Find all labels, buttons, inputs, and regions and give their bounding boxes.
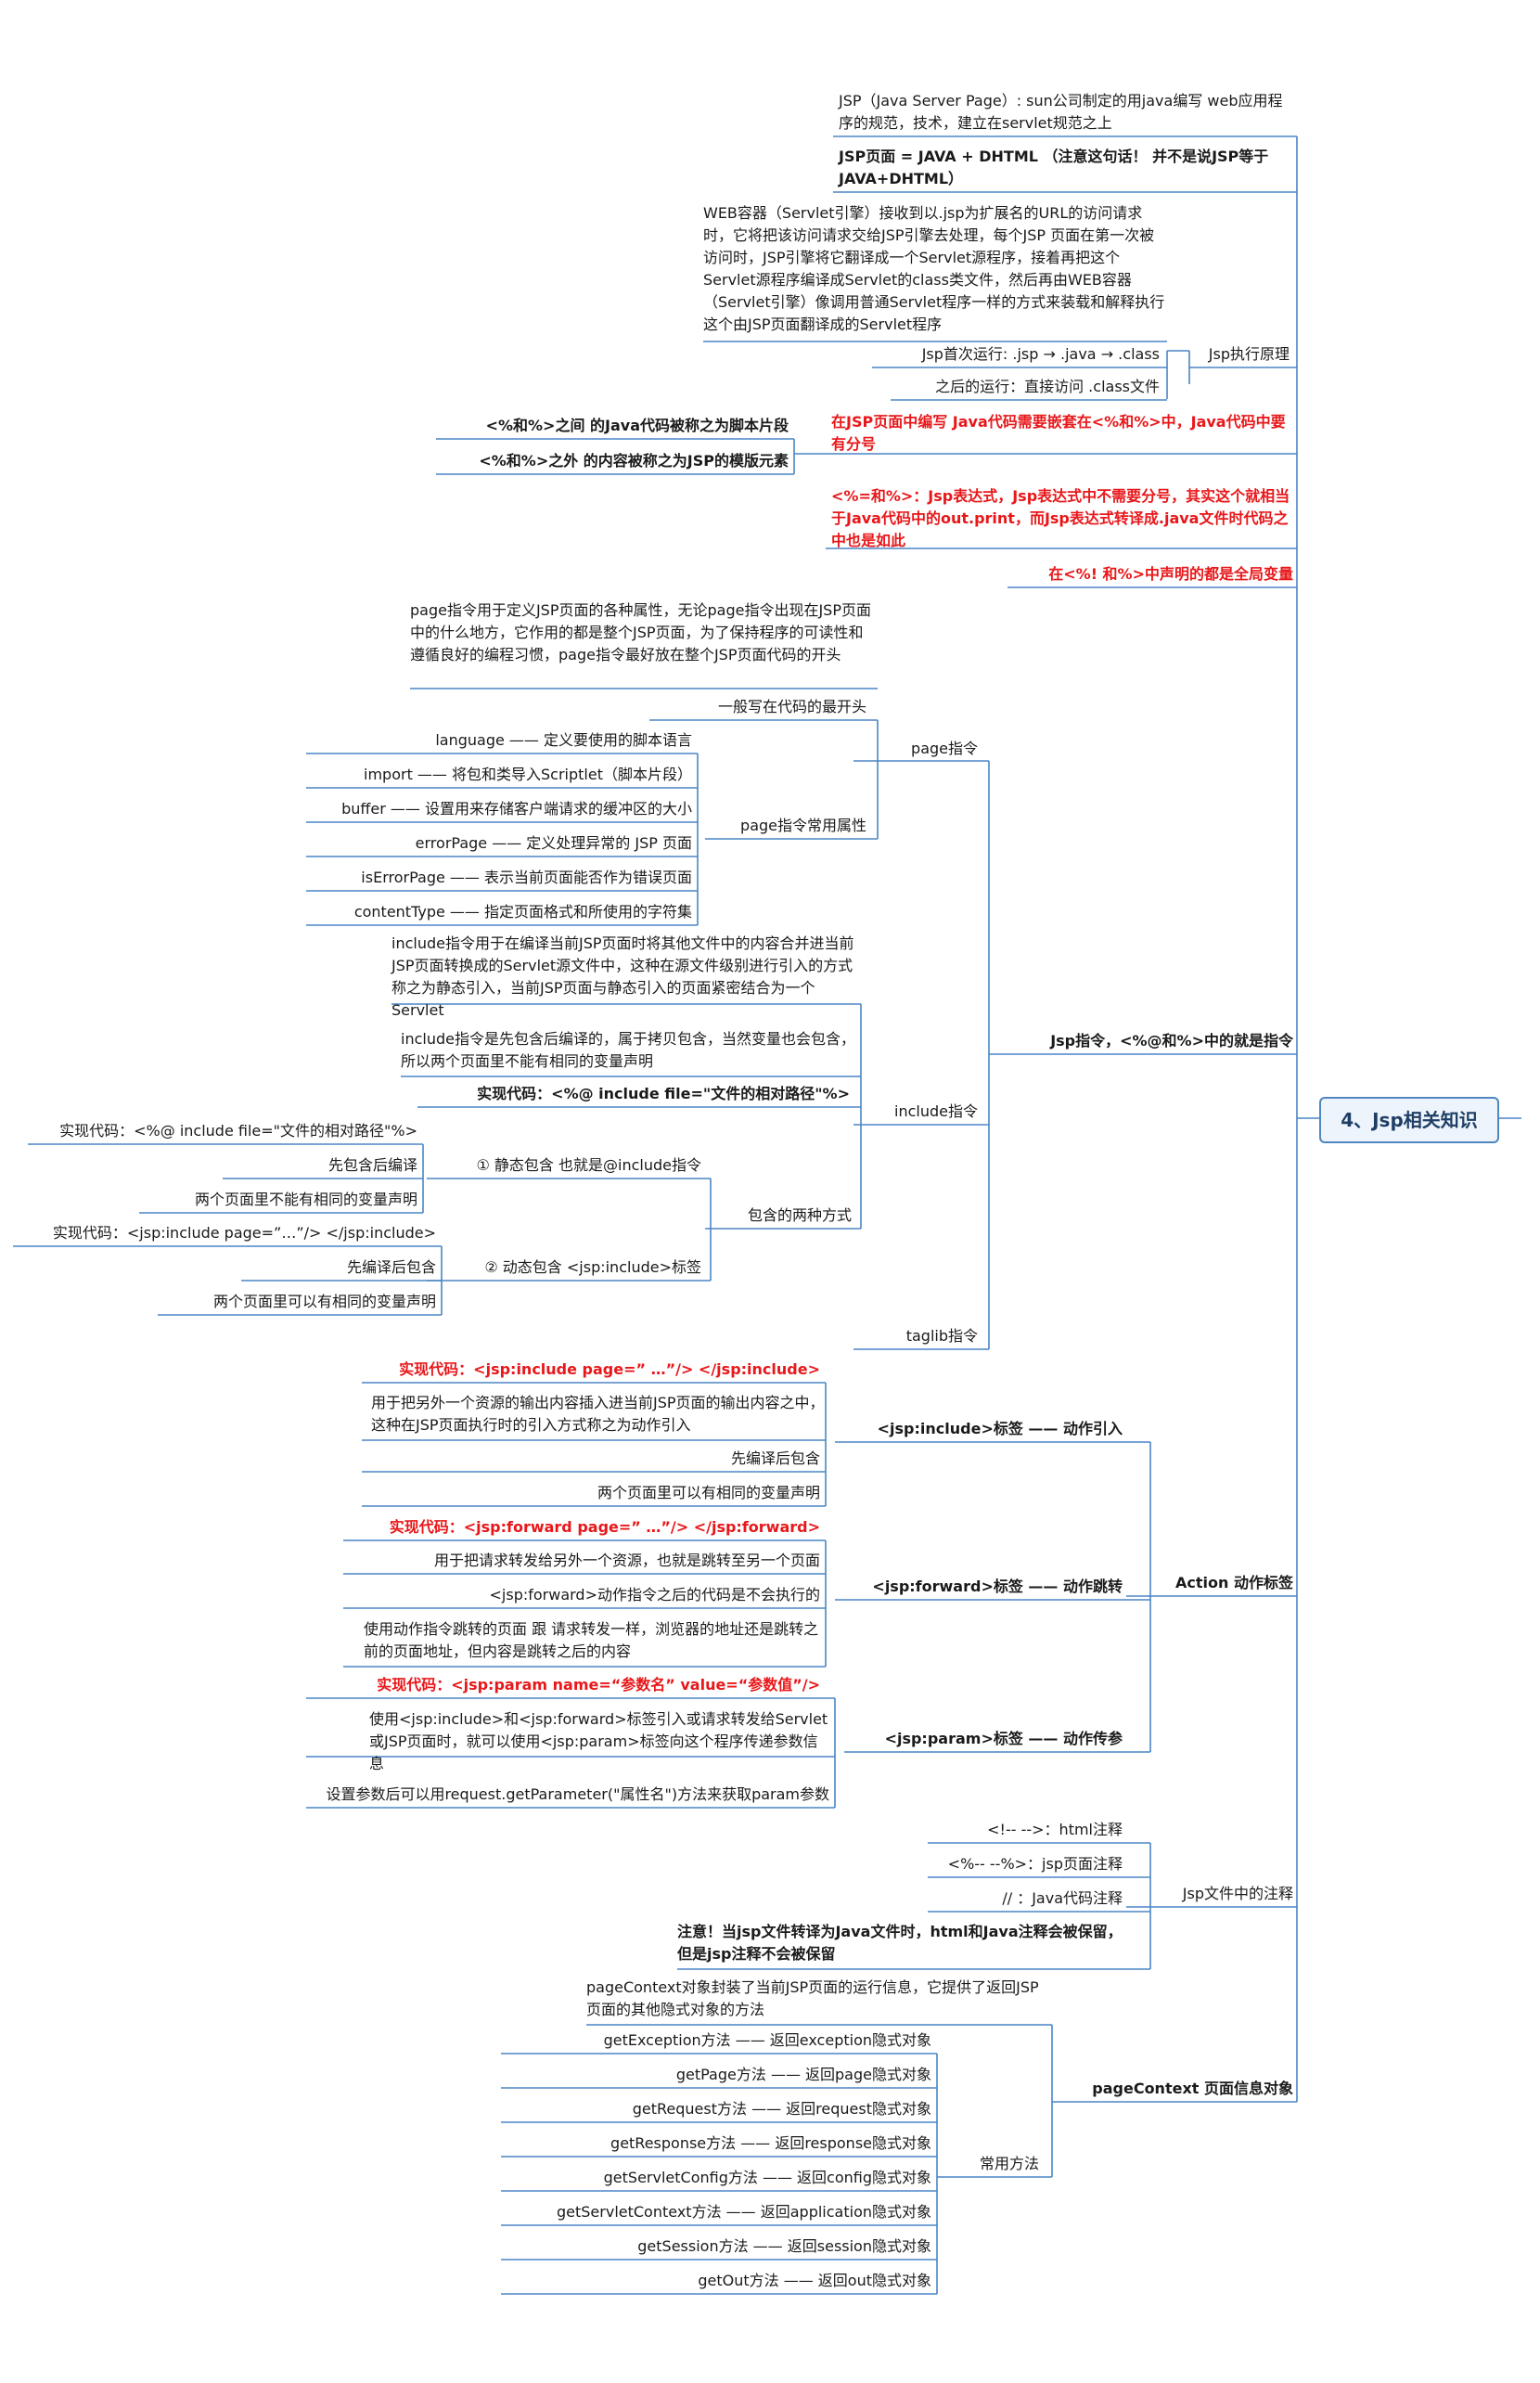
node-include-desc[interactable]: include指令用于在编译当前JSP页面时将其他文件中的内容合并进当前JSP页… xyxy=(391,934,854,1019)
node-jsp-definition[interactable]: JSP（Java Server Page）: sun公司制定的用java编写 w… xyxy=(839,92,1283,132)
node-jsp-directive[interactable]: Jsp指令，<%@和%>中的就是指令 xyxy=(1050,1032,1293,1050)
node-taglib-directive[interactable]: taglib指令 xyxy=(905,1327,978,1345)
node-method-getrequest[interactable]: getRequest方法 —— 返回request隐式对象 xyxy=(632,2100,931,2118)
node-page-attributes[interactable]: page指令常用属性 xyxy=(740,817,866,834)
node-action-forward-code[interactable]: 实现代码：<jsp:forward page=” …”/> </jsp:forw… xyxy=(389,1518,820,1536)
node-action-forward-url[interactable]: 使用动作指令跳转的页面 跟 请求转发一样，浏览器的地址还是跳转之前的页面地址，但… xyxy=(364,1620,819,1660)
node-action-param-get[interactable]: 设置参数后可以用request.getParameter("属性名")方法来获取… xyxy=(326,1785,829,1803)
node-static-var[interactable]: 两个页面里不能有相同的变量声明 xyxy=(194,1191,417,1208)
node-include-copy[interactable]: include指令是先包含后编译的，属于拷贝包含，当然变量也会包含，所以两个页面… xyxy=(401,1030,855,1070)
node-common-methods[interactable]: 常用方法 xyxy=(979,2155,1039,2172)
node-jsp-comments[interactable]: Jsp文件中的注释 xyxy=(1182,1885,1293,1902)
node-attr-import[interactable]: import —— 将包和类导入Scriptlet（脚本片段） xyxy=(364,766,692,783)
node-attr-iserrorpage[interactable]: isErrorPage —— 表示当前页面能否作为错误页面 xyxy=(361,869,692,886)
node-action-forward-desc[interactable]: 用于把请求转发给另外一个资源，也就是跳转至另一个页面 xyxy=(433,1552,820,1569)
node-dynamic-include[interactable]: ② 动态包含 <jsp:include>标签 xyxy=(484,1258,701,1276)
node-action-include-order[interactable]: 先编译后包含 xyxy=(730,1449,820,1467)
node-method-getexception[interactable]: getException方法 —— 返回exception隐式对象 xyxy=(603,2031,931,2049)
node-method-getsession[interactable]: getSession方法 —— 返回session隐式对象 xyxy=(637,2237,931,2255)
node-global-variable[interactable]: 在<%! 和%>中声明的都是全局变量 xyxy=(1048,565,1293,583)
node-action-include[interactable]: <jsp:include>标签 —— 动作引入 xyxy=(877,1420,1123,1437)
node-dynamic-var[interactable]: 两个页面里可以有相同的变量声明 xyxy=(212,1293,436,1310)
node-method-getresponse[interactable]: getResponse方法 —— 返回response隐式对象 xyxy=(610,2134,931,2152)
node-action-param[interactable]: <jsp:param>标签 —— 动作传参 xyxy=(884,1730,1123,1747)
node-jsp-expression[interactable]: <%=和%>：Jsp表达式，Jsp表达式中不需要分号，其实这个就相当于Java代… xyxy=(831,487,1290,549)
node-method-getservletconfig[interactable]: getServletConfig方法 —— 返回config隐式对象 xyxy=(603,2169,931,2186)
root-node[interactable]: 4、Jsp相关知识 xyxy=(1319,1097,1499,1143)
node-static-code[interactable]: 实现代码：<%@ include file="文件的相对路径"%> xyxy=(59,1122,417,1140)
node-static-include[interactable]: ① 静态包含 也就是@include指令 xyxy=(476,1156,702,1174)
node-attr-contenttype[interactable]: contentType —— 指定页面格式和所使用的字符集 xyxy=(353,903,692,921)
node-attr-language[interactable]: language —— 定义要使用的脚本语言 xyxy=(435,731,692,749)
node-attr-buffer[interactable]: buffer —— 设置用来存储客户端请求的缓冲区的大小 xyxy=(341,800,692,818)
node-template-element[interactable]: <%和%>之外 的内容被称之为JSP的模版元素 xyxy=(479,452,789,470)
node-pagecontext[interactable]: pageContext 页面信息对象 xyxy=(1092,2080,1293,2097)
node-html-comment[interactable]: <!-- -->：html注释 xyxy=(987,1821,1123,1838)
node-dynamic-order[interactable]: 先编译后包含 xyxy=(346,1258,436,1276)
node-include-code[interactable]: 实现代码：<%@ include file="文件的相对路径"%> xyxy=(477,1085,850,1102)
node-comment-note[interactable]: 注意！当jsp文件转译为Java文件时，html和Java注释会被保留，但是js… xyxy=(677,1923,1123,1963)
node-action-param-code[interactable]: 实现代码：<jsp:param name=“参数名” value=“参数值”/> xyxy=(377,1676,820,1694)
node-java-code-nesting[interactable]: 在JSP页面中编写 Java代码需要嵌套在<%和%>中，Java代码中要有分号 xyxy=(831,413,1286,453)
node-jsp-exec-principle[interactable]: Jsp执行原理 xyxy=(1208,345,1290,363)
node-later-run[interactable]: 之后的运行：直接访问 .class文件 xyxy=(935,378,1160,395)
node-two-include-ways[interactable]: 包含的两种方式 xyxy=(747,1206,852,1224)
node-dynamic-code[interactable]: 实现代码：<jsp:include page=”…”/> </jsp:inclu… xyxy=(52,1224,436,1242)
node-action-tags[interactable]: Action 动作标签 xyxy=(1175,1574,1293,1591)
node-page-directive[interactable]: page指令 xyxy=(911,740,978,757)
node-action-include-desc[interactable]: 用于把另外一个资源的输出内容插入进当前JSP页面的输出内容之中，这种在JSP页面… xyxy=(371,1394,825,1434)
node-static-order[interactable]: 先包含后编译 xyxy=(327,1156,417,1174)
node-web-container-desc[interactable]: WEB容器（Servlet引擎）接收到以.jsp为扩展名的URL的访问请求时，它… xyxy=(703,204,1165,333)
node-page-at-top[interactable]: 一般写在代码的最开头 xyxy=(717,698,866,715)
node-action-forward-stop[interactable]: <jsp:forward>动作指令之后的代码是不会执行的 xyxy=(489,1586,821,1604)
node-include-directive[interactable]: include指令 xyxy=(894,1102,978,1120)
node-action-param-desc[interactable]: 使用<jsp:include>和<jsp:forward>标签引入或请求转发给S… xyxy=(369,1710,828,1772)
node-java-comment[interactable]: // ：Java代码注释 xyxy=(1002,1889,1123,1907)
node-jsp-comment[interactable]: <%-- --%>：jsp页面注释 xyxy=(947,1855,1123,1873)
node-action-include-code[interactable]: 实现代码：<jsp:include page=” …”/> </jsp:incl… xyxy=(399,1360,820,1378)
node-pagecontext-desc[interactable]: pageContext对象封装了当前JSP页面的运行信息，它提供了返回JSP页面… xyxy=(586,1978,1039,2018)
node-method-getservletcontext[interactable]: getServletContext方法 —— 返回application隐式对象 xyxy=(557,2203,931,2221)
node-page-directive-desc[interactable]: page指令用于定义JSP页面的各种属性，无论page指令出现在JSP页面中的什… xyxy=(410,601,871,663)
node-jsp-formula[interactable]: JSP页面 = JAVA + DHTML （注意这句话！ 并不是说JSP等于JA… xyxy=(839,148,1269,187)
node-action-forward[interactable]: <jsp:forward>标签 —— 动作跳转 xyxy=(872,1578,1123,1595)
node-attr-errorpage[interactable]: errorPage —— 定义处理异常的 JSP 页面 xyxy=(415,834,692,852)
node-action-include-var[interactable]: 两个页面里可以有相同的变量声明 xyxy=(597,1484,820,1501)
node-method-getout[interactable]: getOut方法 —— 返回out隐式对象 xyxy=(698,2272,931,2289)
node-script-fragment[interactable]: <%和%>之间 的Java代码被称之为脚本片段 xyxy=(485,417,789,434)
node-first-run[interactable]: Jsp首次运行: .jsp → .java → .class xyxy=(921,345,1160,363)
node-method-getpage[interactable]: getPage方法 —— 返回page隐式对象 xyxy=(675,2066,931,2083)
